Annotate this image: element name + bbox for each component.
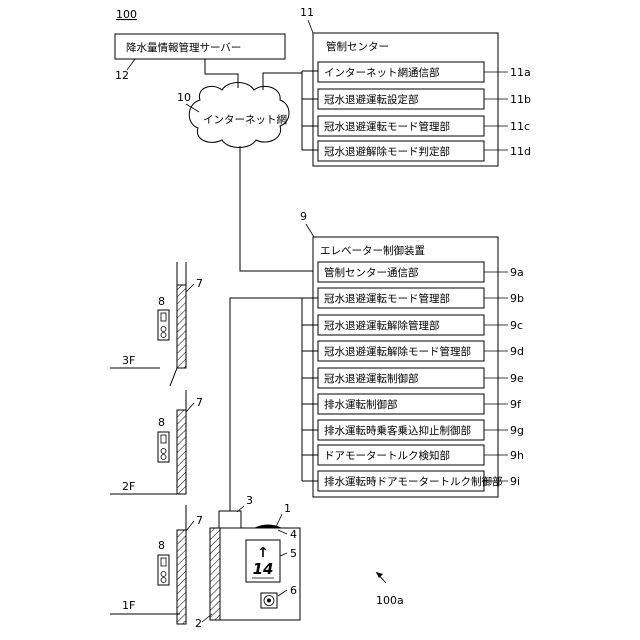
hall-door-ref: 7 <box>196 396 203 409</box>
unit-ref: 9e <box>510 372 524 385</box>
hall-button-ref: 8 <box>158 295 165 308</box>
rain-info-server: 降水量情報管理サーバー <box>115 34 285 59</box>
unit-ref: 11d <box>510 145 531 158</box>
hall-wall <box>177 530 186 624</box>
hall-call-button <box>158 555 169 585</box>
internet-network-label: インターネット網 <box>203 113 287 126</box>
unit-ref: 9b <box>510 292 524 305</box>
car-top-unit <box>219 511 241 528</box>
hall-call-button <box>158 310 169 340</box>
unit-ref: 11a <box>510 66 531 79</box>
unit-label: 冠水退避解除モード判定部 <box>324 145 450 158</box>
hall-door-ref: 7 <box>196 514 203 527</box>
rain-info-server-label: 降水量情報管理サーバー <box>126 41 241 54</box>
elevator-controller-title: エレベーター制御装置 <box>320 244 425 257</box>
hall-button-ref: 8 <box>158 539 165 552</box>
car-display-ref: 5 <box>290 547 297 560</box>
car-wall-ref: 2 <box>195 617 202 630</box>
unit-label: 冠水退避運転モード管理部 <box>324 292 450 305</box>
rain-info-server-ref: 12 <box>115 69 129 82</box>
building-floors <box>110 262 186 624</box>
unit-ref: 9h <box>510 449 524 462</box>
car-display-floor: 14 <box>253 560 274 578</box>
internet-network: インターネット網 <box>189 83 289 148</box>
unit-ref: 11c <box>510 120 530 133</box>
unit-label: インターネット網通信部 <box>324 66 440 79</box>
car-display: ↑ 14 <box>246 540 280 582</box>
unit-label: ドアモータートルク検知部 <box>324 449 450 462</box>
floor-label: 2F <box>122 480 135 493</box>
unit-label: 排水運転時乗客乗込抑止制御部 <box>324 424 471 437</box>
unit-label: 冠水退避運転解除管理部 <box>324 319 440 332</box>
unit-label: 排水運転時ドアモータートルク制御部 <box>324 475 503 488</box>
unit-label: 冠水退避運転モード管理部 <box>324 120 450 133</box>
control-center-ref: 11 <box>300 6 314 19</box>
elevator-controller-ref: 9 <box>300 210 307 223</box>
unit-ref: 9i <box>510 475 520 488</box>
floor-label: 3F <box>122 354 135 367</box>
figure-label: 100a <box>376 594 404 607</box>
floor-label: 1F <box>122 599 135 612</box>
car-top-unit-ref: 3 <box>246 494 253 507</box>
unit-ref: 9f <box>510 398 522 411</box>
car-display-arrow: ↑ <box>257 545 269 561</box>
hall-door-ref: 7 <box>196 277 203 290</box>
hall-call-button <box>158 432 169 462</box>
internet-network-ref: 10 <box>177 91 191 104</box>
figure-number: 100 <box>116 8 137 21</box>
unit-ref: 11b <box>510 93 531 106</box>
unit-label: 管制センター通信部 <box>324 266 419 279</box>
unit-label: 冠水退避運転設定部 <box>324 93 419 106</box>
car-camera <box>261 593 277 608</box>
car-light-ref: 4 <box>290 528 297 541</box>
car-ref: 1 <box>284 502 291 515</box>
car-wall <box>210 528 220 620</box>
control-center-title: 管制センター <box>326 40 389 53</box>
hall-button-ref: 8 <box>158 416 165 429</box>
unit-ref: 9a <box>510 266 524 279</box>
car-camera-ref: 6 <box>290 584 297 597</box>
unit-ref: 9d <box>510 345 524 358</box>
unit-label: 冠水退避運転制御部 <box>324 372 419 385</box>
unit-label: 冠水退避運転解除モード管理部 <box>324 345 471 358</box>
unit-label: 排水運転制御部 <box>324 398 398 411</box>
hall-wall <box>177 285 186 368</box>
unit-ref: 9c <box>510 319 523 332</box>
hall-wall <box>177 410 186 494</box>
unit-ref: 9g <box>510 424 524 437</box>
